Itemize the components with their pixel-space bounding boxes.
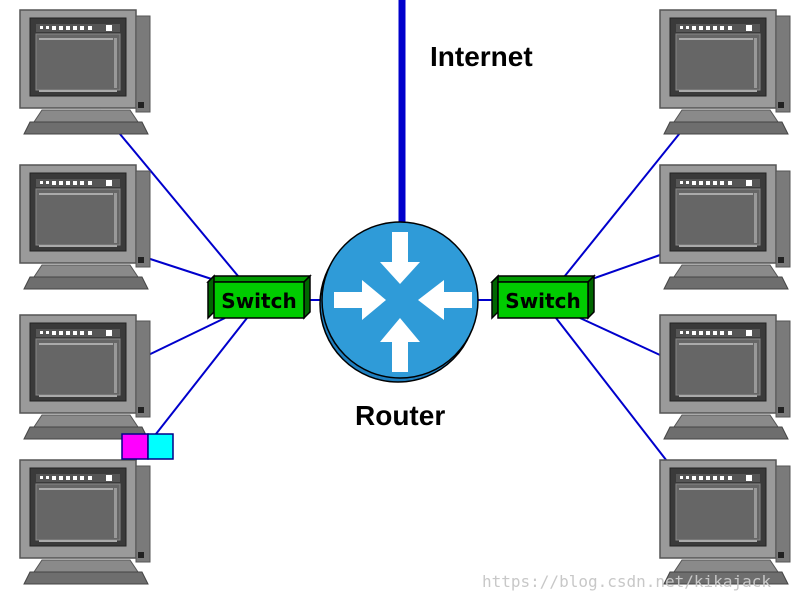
switch-left-label: Switch	[221, 289, 296, 313]
computer-monitor-icon[interactable]	[19, 164, 151, 290]
computer-monitor-icon[interactable]	[19, 9, 151, 135]
computer-monitor-icon[interactable]	[659, 314, 791, 440]
computer-monitor-icon[interactable]	[659, 164, 791, 290]
link-right-pc4	[555, 317, 671, 466]
link-left-pc3	[137, 317, 226, 361]
link-right-pc1	[559, 122, 689, 283]
link-right-pc3	[579, 317, 661, 356]
link-left-pc1	[99, 109, 244, 283]
computer-monitor-icon[interactable]	[19, 314, 151, 440]
router-icon[interactable]	[319, 221, 479, 383]
internet-label: Internet	[430, 41, 533, 72]
watermark: https://blog.csdn.net/kikajack	[482, 572, 771, 591]
switch-left[interactable]: Switch	[206, 274, 312, 320]
switch-right[interactable]: Switch	[490, 274, 596, 320]
computer-monitor-icon[interactable]	[659, 459, 791, 585]
computer-monitor-icon[interactable]	[659, 9, 791, 135]
data-packet-icon	[121, 433, 174, 460]
switch-right-label: Switch	[505, 289, 580, 313]
computer-monitor-icon[interactable]	[19, 459, 151, 585]
router-label: Router	[355, 400, 445, 431]
